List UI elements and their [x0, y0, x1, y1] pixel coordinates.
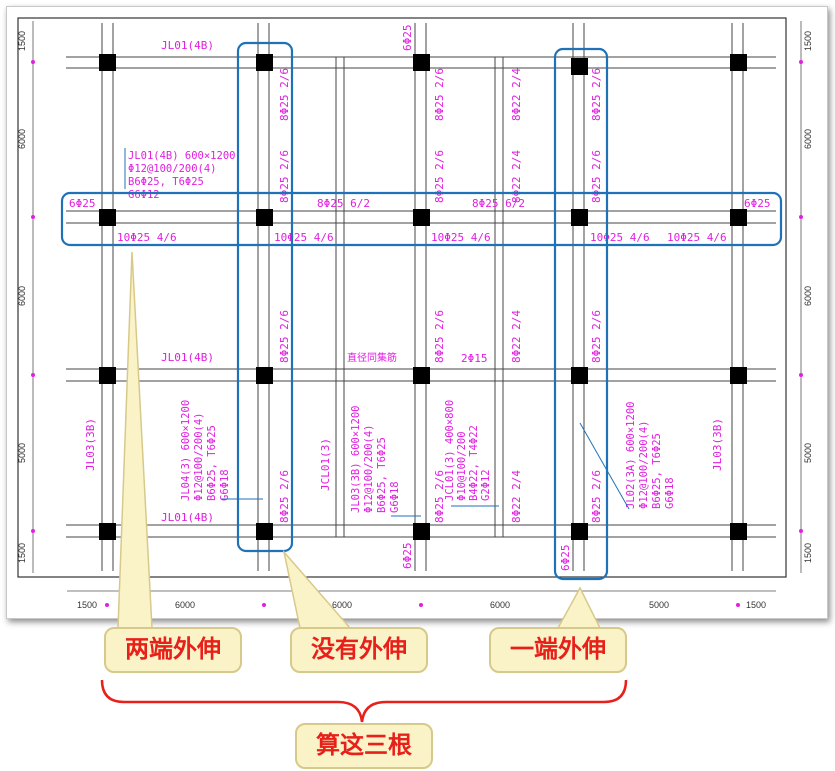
jl01-spec-block: JL01(4B) 600×1200 Φ12@100/200(4) B6Φ25, …: [124, 148, 235, 201]
callout-total: 算这三根: [295, 723, 433, 769]
rebar-v-6d25-top: 6Φ25: [401, 25, 414, 52]
jl01-spec-line-1: JL01(4B) 600×1200: [128, 150, 235, 162]
rebar-v-5: 8Φ25 2/6: [433, 68, 446, 121]
beam-label-jl03-left: JL03(3B): [84, 418, 97, 471]
rebar-v-10: 8Φ22 2/4: [510, 150, 523, 203]
callout-no-extension: 没有外伸: [290, 627, 428, 673]
jl04-spec-line-1: JL04(3) 600×1200: [180, 400, 192, 501]
jl03-spec-line-3: B6Φ25, T6Φ25: [376, 437, 388, 513]
rebar-v-13: 8Φ25 2/6: [590, 68, 603, 121]
highlight-horizontal-beam: [60, 191, 783, 247]
dim-left-1: 1500: [17, 31, 27, 51]
rebar-v-11: 8Φ22 2/4: [510, 310, 523, 363]
dim-right-1: 1500: [803, 31, 813, 51]
jcl01-spec-line-2: Φ10@100/200: [456, 431, 468, 501]
beam-label-jl01-top: JL01(4B): [161, 39, 214, 52]
callout-both-ends: 两端外伸: [104, 627, 242, 673]
drawing-border: [17, 17, 787, 578]
rebar-v-14: 8Φ25 2/6: [590, 150, 603, 203]
rebar-v-6d25-right: 6Φ25: [559, 545, 572, 572]
dim-right-4: 5000: [803, 443, 813, 463]
rebar-v-1: 8Φ25 2/6: [278, 68, 291, 121]
dim-bottom-6: 1500: [746, 600, 766, 610]
drawing-frame: 1500 6000 6000 5000 1500 1500 6000 6000 …: [6, 6, 828, 619]
beam-label-jl01-mid: JL01(4B): [161, 351, 214, 364]
rebar-v-4: 8Φ25 2/6: [278, 470, 291, 523]
rebar-v-16: 8Φ25 2/6: [590, 470, 603, 523]
rebar-bot-10d25-d: 10Φ25 4/6: [590, 231, 650, 244]
rebar-v-6: 8Φ25 2/6: [433, 150, 446, 203]
rebar-v-8: 8Φ25 2/6: [433, 470, 446, 523]
jl03-spec-line-1: JL03(3B) 600×1200: [350, 406, 362, 513]
dim-bottom-2: 6000: [175, 600, 195, 610]
right-dimension-labels: 1500 6000 6000 5000 1500: [803, 31, 813, 563]
jl02-spec-line-3: B6Φ25, T6Φ25: [651, 433, 663, 509]
beam-label-jl01-bot: JL01(4B): [161, 511, 214, 524]
rebar-tree-root-bar: 直径同集筋: [347, 351, 397, 364]
dim-right-2: 6000: [803, 129, 813, 149]
jl04-spec-line-4: G6Φ18: [219, 469, 231, 501]
rebar-v-9: 8Φ22 2/4: [510, 68, 523, 121]
beam-label-jl03-right: JL03(3B): [711, 418, 724, 471]
jl01-spec-line-3: B6Φ25, T6Φ25: [128, 176, 204, 188]
highlight-boxes: [60, 41, 783, 581]
dim-right-5: 1500: [803, 543, 813, 563]
jl04-spec-block: JL04(3) 600×1200 Φ12@100/200(4) B6Φ25, T…: [180, 400, 263, 501]
beam-label-jcl01: JCL01(3): [319, 438, 332, 491]
vertical-beams: [101, 23, 744, 571]
horizontal-beams: [66, 56, 776, 538]
jl02-spec-line-4: G6Φ18: [664, 477, 676, 509]
dim-bottom-1: 1500: [77, 600, 97, 610]
callout-one-end: 一端外伸: [489, 627, 627, 673]
jl01-spec-line-2: Φ12@100/200(4): [128, 163, 217, 175]
rebar-v-2: 8Φ25 2/6: [278, 150, 291, 203]
foundation-plan-drawing: 1500 6000 6000 5000 1500 1500 6000 6000 …: [17, 17, 813, 610]
rebar-2d15: 2Φ15: [461, 352, 488, 365]
dim-bottom-3: 6000: [332, 600, 352, 610]
rebar-v-15: 8Φ25 2/6: [590, 310, 603, 363]
beam-labels: JL01(4B) JL01(4B) JL01(4B) JL03(3B) JL03…: [84, 39, 724, 524]
rebar-v-12: 8Φ22 2/4: [510, 470, 523, 523]
rebar-v-3: 8Φ25 2/6: [278, 310, 291, 363]
horizontal-rebar-labels: 6Φ25 6Φ25 8Φ25 6/2 8Φ25 6/2 10Φ25 4/6 10…: [69, 197, 771, 365]
rebar-top-6d25-right: 6Φ25: [744, 197, 771, 210]
jl02-spec-line-1: JL02(3A) 600×1200: [625, 402, 637, 509]
dim-left-5: 1500: [17, 543, 27, 563]
summary-brace: [100, 679, 628, 723]
dimension-lines: [32, 21, 802, 592]
jl02-spec-line-2: Φ12@100/200(4): [638, 420, 650, 509]
jl02-spec-block: JL02(3A) 600×1200 Φ12@100/200(4) B6Φ25, …: [579, 402, 676, 510]
dimension-ticks: [31, 60, 803, 607]
rebar-v-7: 8Φ25 2/6: [433, 310, 446, 363]
rebar-bot-10d25-b: 10Φ25 4/6: [274, 231, 334, 244]
jcl01-spec-line-1: JCL01(3) 400×800: [444, 400, 456, 501]
rebar-bot-10d25-a: 10Φ25 4/6: [117, 231, 177, 244]
dim-bottom-4: 6000: [490, 600, 510, 610]
dim-left-2: 6000: [17, 129, 27, 149]
left-dimension-labels: 1500 6000 6000 5000 1500: [17, 31, 27, 563]
vertical-rebar-labels: 8Φ25 2/6 8Φ25 2/6 8Φ25 2/6 8Φ25 2/6 8Φ25…: [278, 25, 603, 572]
columns: [99, 54, 747, 540]
rebar-bot-10d25-c: 10Φ25 4/6: [431, 231, 491, 244]
rebar-bot-10d25-e: 10Φ25 4/6: [667, 231, 727, 244]
jl03-spec-block: JL03(3B) 600×1200 Φ12@100/200(4) B6Φ25, …: [350, 406, 421, 517]
jl01-spec-line-4: G6Φ12: [128, 189, 160, 201]
jl03-spec-line-4: G6Φ18: [389, 481, 401, 513]
jcl01-spec-block: JCL01(3) 400×800 Φ10@100/200 B4Φ22, T4Φ2…: [444, 400, 499, 507]
jcl01-spec-line-3: B4Φ22, T4Φ22: [468, 425, 480, 501]
dim-left-4: 5000: [17, 443, 27, 463]
dim-bottom-5: 5000: [649, 600, 669, 610]
dim-left-3: 6000: [17, 286, 27, 306]
highlight-left-vertical-beam: [236, 41, 294, 553]
jcl01-spec-line-4: G2Φ12: [480, 469, 492, 501]
jl04-spec-line-3: B6Φ25, T6Φ25: [206, 425, 218, 501]
rebar-top-6d25-left: 6Φ25: [69, 197, 96, 210]
jl04-spec-line-2: Φ12@100/200(4): [193, 412, 205, 501]
highlight-right-vertical-beam: [553, 47, 609, 581]
rebar-v-6d25-bot: 6Φ25: [401, 543, 414, 570]
jl03-spec-line-2: Φ12@100/200(4): [363, 424, 375, 513]
rebar-top-8d25-b: 8Φ25 6/2: [472, 197, 525, 210]
rebar-top-8d25-a: 8Φ25 6/2: [317, 197, 370, 210]
dim-right-3: 6000: [803, 286, 813, 306]
